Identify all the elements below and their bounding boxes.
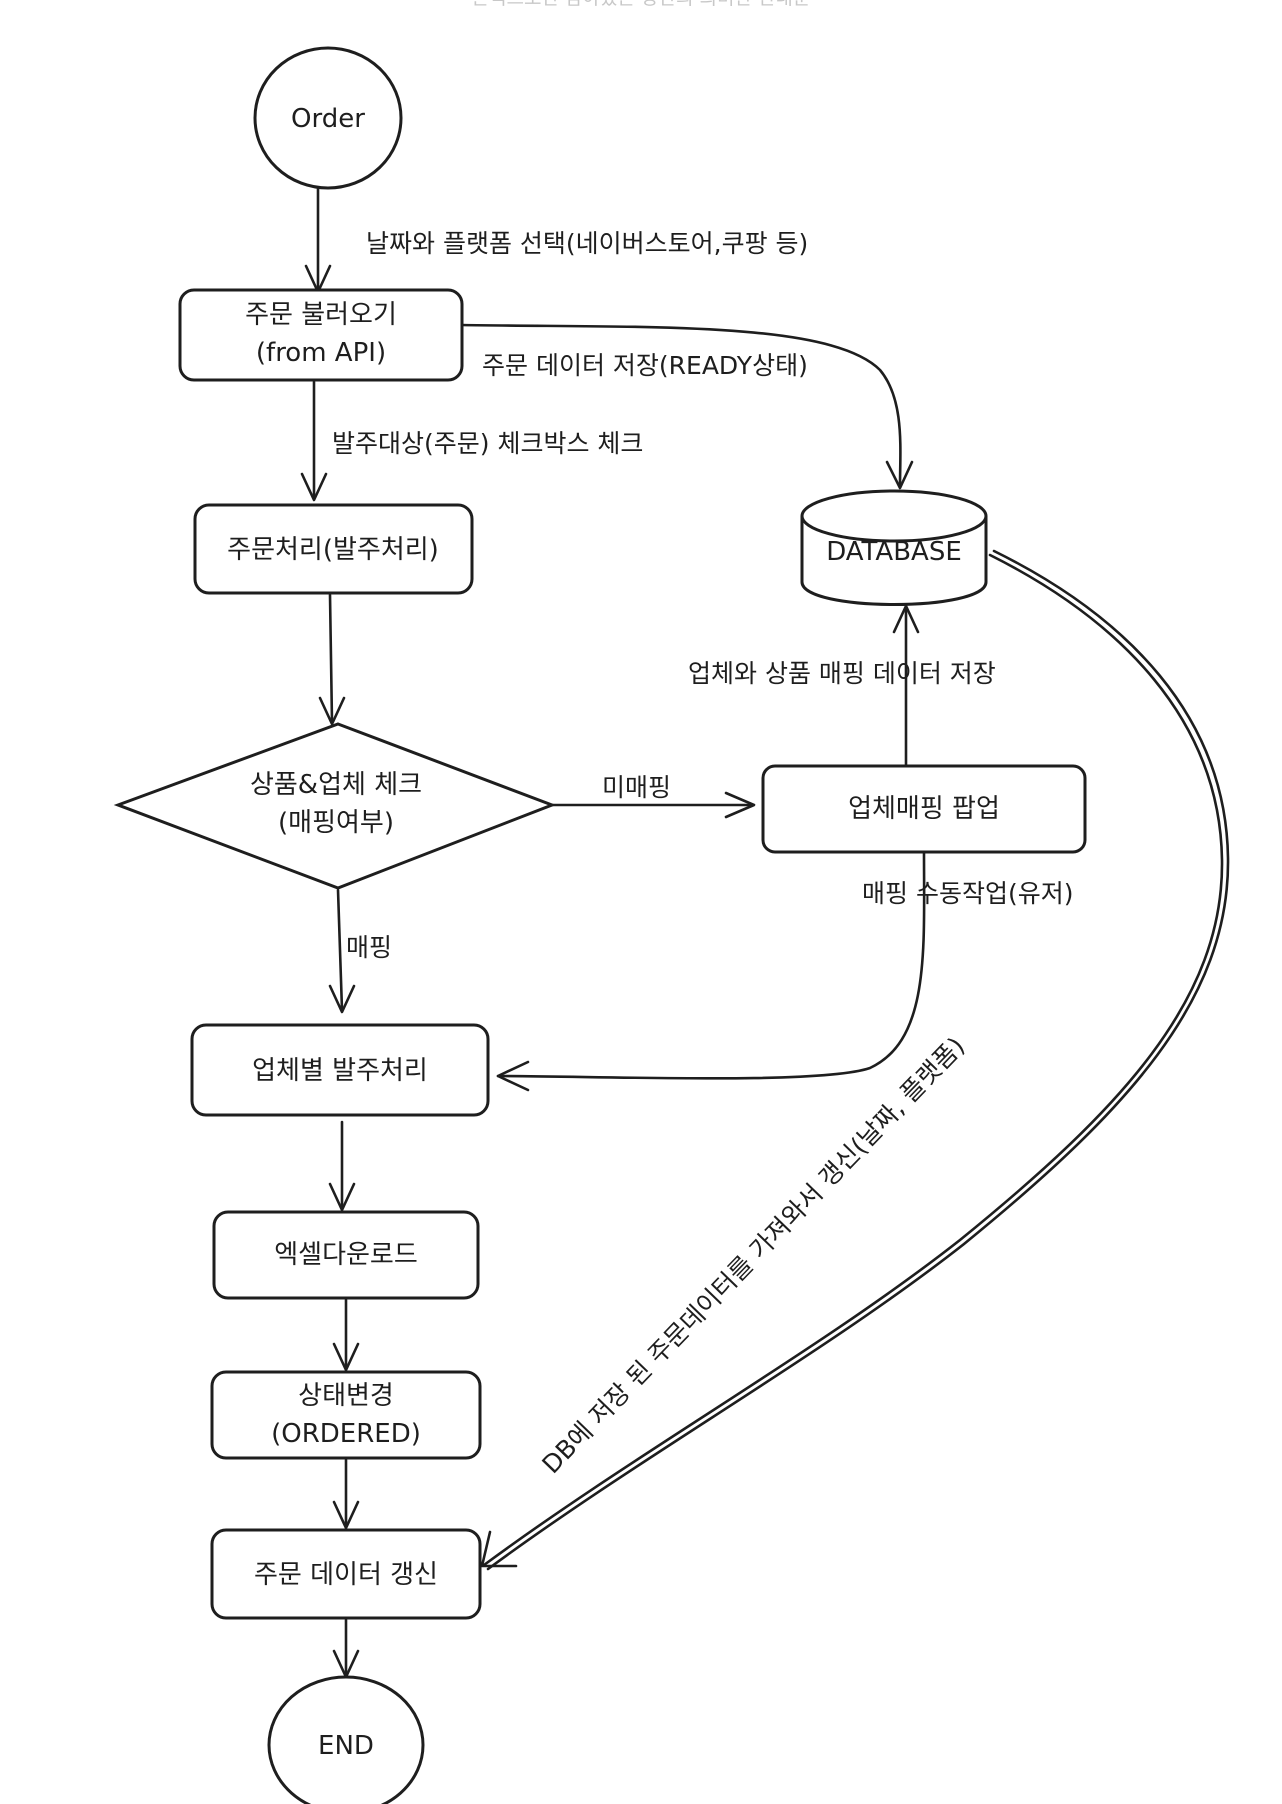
node-load-orders-line1: 주문 불러오기 xyxy=(245,300,397,330)
node-status-change-line2: (ORDERED) xyxy=(271,1419,421,1449)
node-excel-download[interactable]: 엑셀다운로드 xyxy=(212,1210,480,1300)
node-mapping-popup-label: 업체매핑 팝업 xyxy=(848,794,1000,824)
edge-vendor-to-excel xyxy=(328,1120,356,1212)
edge-process-to-check xyxy=(318,593,346,726)
edge-label-save-order-data: 주문 데이터 저장(READY상태) xyxy=(482,351,808,380)
node-process-orders-label: 주문처리(발주처리) xyxy=(227,535,439,565)
edge-label-manual-mapping: 매핑 수동작업(유저) xyxy=(862,879,1073,908)
node-process-orders[interactable]: 주문처리(발주처리) xyxy=(193,503,474,595)
node-database-label: DATABASE xyxy=(826,537,962,567)
edge-label-select-date-platform: 날짜와 플랫폼 선택(네이버스토어,쿠팡 등) xyxy=(366,229,808,258)
edge-check-to-popup xyxy=(550,791,756,819)
node-mapping-popup[interactable]: 업체매핑 팝업 xyxy=(761,764,1087,854)
node-update-orders[interactable]: 주문 데이터 갱신 xyxy=(210,1528,482,1620)
edge-load-to-process xyxy=(300,380,328,502)
edge-order-to-load xyxy=(304,186,332,294)
edge-label-fetch-and-update: DB에 저장 된 주문데이터를 가져와서 갱신(날짜, 플랫폼) xyxy=(536,1031,970,1479)
edge-status-to-update xyxy=(332,1458,360,1530)
edge-excel-to-status xyxy=(332,1298,360,1372)
node-database[interactable]: DATABASE xyxy=(800,489,988,606)
node-check-mapping-line1: 상품&업체 체크 xyxy=(250,770,422,800)
edge-database-to-update xyxy=(480,549,1230,1571)
node-check-mapping[interactable]: 상품&업체 체크 (매핑여부) xyxy=(113,722,557,890)
edge-load-to-database xyxy=(460,323,914,490)
node-excel-download-label: 엑셀다운로드 xyxy=(274,1240,418,1270)
edge-popup-to-vendor-order xyxy=(496,850,926,1092)
node-start-label: Order xyxy=(291,104,365,134)
node-status-change-line1: 상태변경 xyxy=(298,1381,394,1411)
node-load-orders[interactable]: 주문 불러오기 (from API) xyxy=(178,288,464,382)
node-status-change[interactable]: 상태변경 (ORDERED) xyxy=(210,1370,482,1460)
node-end[interactable]: END xyxy=(267,1675,425,1804)
node-check-mapping-line2: (매핑여부) xyxy=(278,808,394,838)
node-vendor-order[interactable]: 업체별 발주처리 xyxy=(190,1023,490,1117)
edge-label-not-mapped: 미매핑 xyxy=(602,773,671,802)
edge-label-check-target: 발주대상(주문) 체크박스 체크 xyxy=(332,429,643,458)
node-load-orders-line2: (from API) xyxy=(256,338,386,368)
edge-update-to-end xyxy=(332,1618,360,1679)
node-vendor-order-label: 업체별 발주처리 xyxy=(252,1056,428,1086)
edge-label-mapped: 매핑 xyxy=(346,933,392,962)
node-end-label: END xyxy=(318,1731,374,1761)
node-start-order[interactable]: Order xyxy=(253,46,403,190)
node-update-orders-label: 주문 데이터 갱신 xyxy=(254,1560,438,1590)
edge-check-to-vendor-order xyxy=(328,888,356,1014)
edge-popup-to-database xyxy=(892,604,920,768)
edge-label-save-mapping: 업체와 상품 매핑 데이터 저장 xyxy=(688,659,996,688)
top-faint-note: 흔적으로만 남아있는 상단의 희미한 안내문 xyxy=(472,0,811,9)
